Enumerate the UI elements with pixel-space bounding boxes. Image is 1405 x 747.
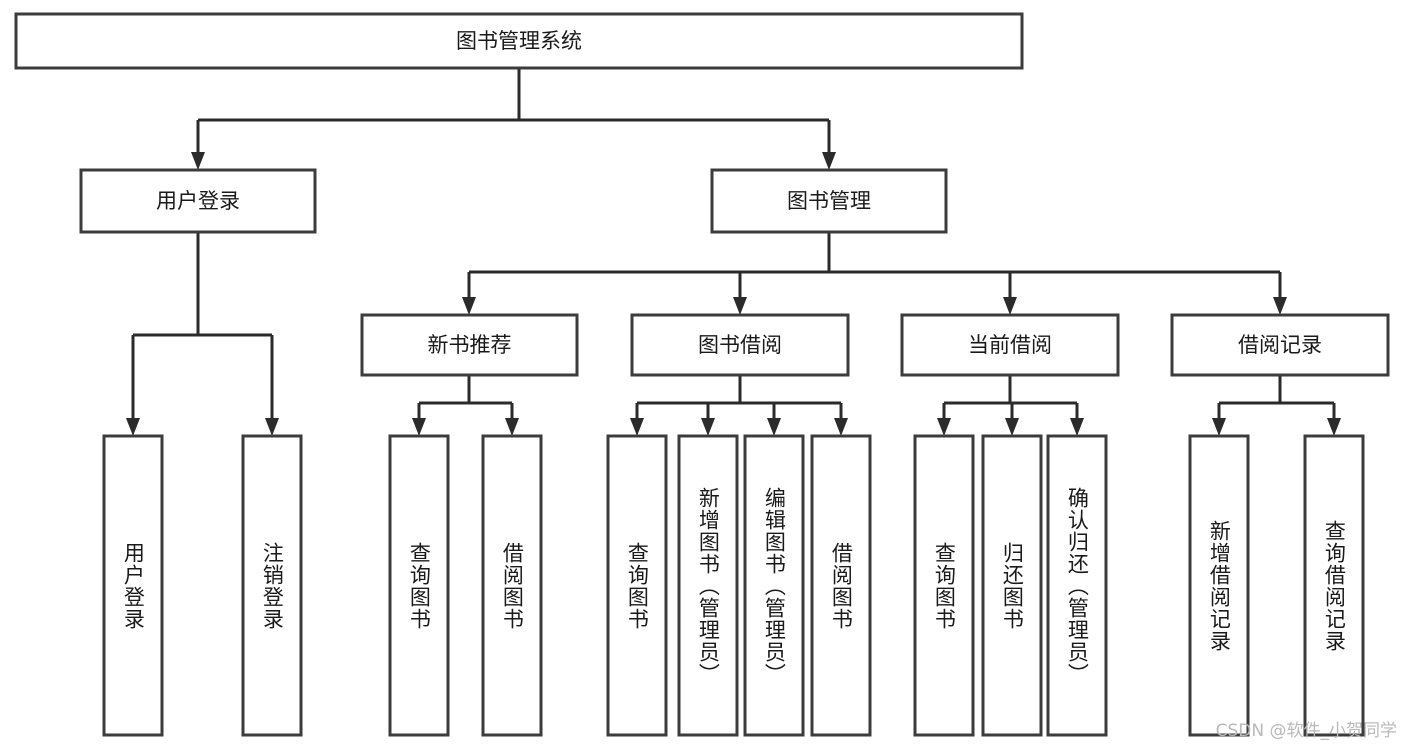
arrow-head-icon — [1212, 418, 1226, 436]
csdn-watermark: CSDN @软件_小贺同学 — [1215, 721, 1397, 741]
node-book-borrow[interactable] — [630, 313, 850, 377]
node-box-leaf-user-login[interactable] — [102, 434, 164, 737]
node-leaf-borrow-book[interactable] — [810, 434, 872, 737]
arrow-head-icon — [630, 418, 644, 436]
node-box-leaf-query-borrow-record[interactable] — [1303, 434, 1365, 737]
node-leaf-query-borrow-record[interactable] — [1303, 434, 1365, 737]
node-leaf-logout[interactable] — [241, 434, 303, 737]
arrow-head-icon — [1273, 297, 1287, 315]
arrow-head-icon — [191, 152, 205, 170]
node-new-book-recommend[interactable] — [360, 313, 579, 377]
arrow-head-icon — [505, 418, 519, 436]
node-root[interactable] — [14, 12, 1024, 70]
node-box-new-book-recommend[interactable] — [360, 313, 579, 377]
node-box-leaf-query-book-recommend[interactable] — [388, 434, 450, 737]
node-book-management[interactable] — [710, 168, 948, 234]
node-leaf-user-login[interactable] — [102, 434, 164, 737]
node-leaf-borrow-book-recommend[interactable] — [481, 434, 543, 737]
node-current-borrow[interactable] — [900, 313, 1120, 377]
node-label-borrow-record: 借阅记录 — [1238, 333, 1322, 357]
node-label-root: 图书管理系统 — [456, 29, 582, 53]
node-label-book-borrow: 图书借阅 — [698, 333, 782, 357]
node-box-leaf-return-book[interactable] — [981, 434, 1043, 737]
arrow-head-icon — [822, 152, 836, 170]
arrow-head-icon — [126, 418, 140, 436]
node-leaf-return-book[interactable] — [981, 434, 1043, 737]
arrow-head-icon — [834, 418, 848, 436]
node-box-leaf-borrow-book-recommend[interactable] — [481, 434, 543, 737]
node-box-user-login[interactable] — [79, 168, 317, 234]
node-box-book-management[interactable] — [710, 168, 948, 234]
node-leaf-add-book-admin[interactable] — [677, 434, 739, 737]
arrow-head-icon — [265, 418, 279, 436]
arrow-head-icon — [767, 418, 781, 436]
node-leaf-add-borrow-record[interactable] — [1188, 434, 1250, 737]
arrow-head-icon — [701, 418, 715, 436]
node-leaf-query-book-current[interactable] — [913, 434, 975, 737]
node-box-leaf-query-book-current[interactable] — [913, 434, 975, 737]
node-label-book-management: 图书管理 — [787, 189, 871, 213]
node-leaf-edit-book-admin[interactable] — [743, 434, 805, 737]
node-box-book-borrow[interactable] — [630, 313, 850, 377]
node-box-current-borrow[interactable] — [900, 313, 1120, 377]
node-box-borrow-record[interactable] — [1170, 313, 1390, 377]
node-label-user-login: 用户登录 — [156, 189, 240, 213]
boxes-layer — [14, 12, 1390, 737]
node-leaf-query-book-borrow[interactable] — [606, 434, 668, 737]
node-box-leaf-query-book-borrow[interactable] — [606, 434, 668, 737]
arrow-head-icon — [1070, 418, 1084, 436]
node-user-login[interactable] — [79, 168, 317, 234]
node-label-new-book-recommend: 新书推荐 — [428, 333, 512, 357]
node-box-leaf-add-borrow-record[interactable] — [1188, 434, 1250, 737]
node-leaf-confirm-return-admin[interactable] — [1046, 434, 1108, 737]
node-box-leaf-edit-book-admin[interactable] — [743, 434, 805, 737]
arrow-head-icon — [1327, 418, 1341, 436]
node-box-leaf-confirm-return-admin[interactable] — [1046, 434, 1108, 737]
node-box-root[interactable] — [14, 12, 1024, 70]
arrow-head-icon — [937, 418, 951, 436]
node-box-leaf-add-book-admin[interactable] — [677, 434, 739, 737]
arrow-head-icon — [1005, 418, 1019, 436]
node-borrow-record[interactable] — [1170, 313, 1390, 377]
node-label-current-borrow: 当前借阅 — [968, 333, 1052, 357]
arrow-head-icon — [462, 297, 476, 315]
node-box-leaf-logout[interactable] — [241, 434, 303, 737]
arrow-head-icon — [1003, 297, 1017, 315]
node-leaf-query-book-recommend[interactable] — [388, 434, 450, 737]
arrow-head-icon — [412, 418, 426, 436]
arrow-head-icon — [733, 297, 747, 315]
node-box-leaf-borrow-book[interactable] — [810, 434, 872, 737]
edges-layer — [126, 68, 1341, 436]
